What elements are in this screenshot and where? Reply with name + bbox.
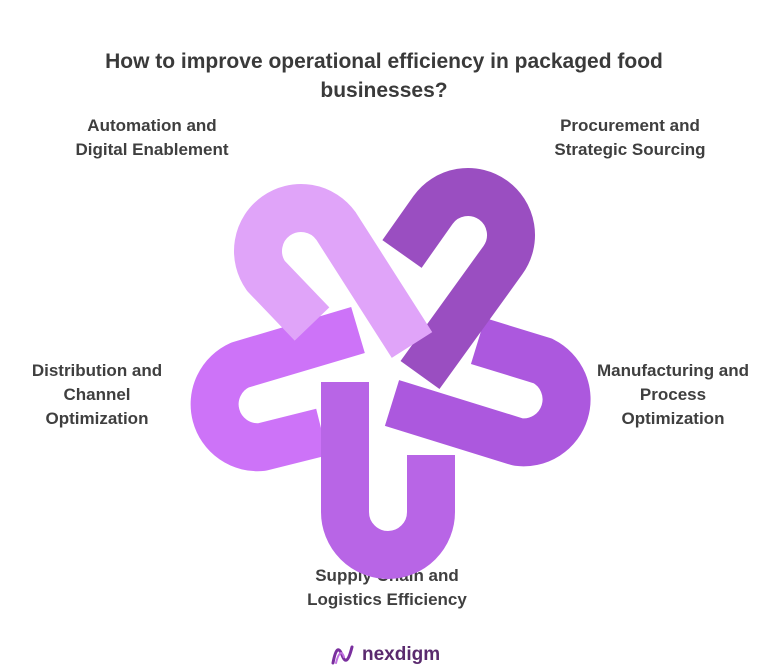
logo-text: nexdigm	[362, 644, 441, 665]
label-manufacturing: Manufacturing and Process Optimization	[596, 361, 750, 428]
nexdigm-logo: nexdigm	[330, 641, 440, 669]
nexdigm-logo-icon	[331, 645, 354, 665]
loop-procurement	[382, 168, 535, 390]
loop-automation	[234, 184, 433, 358]
page-title: How to improve operational efficiency in…	[105, 50, 663, 102]
loop-supply-chain	[321, 382, 455, 579]
label-automation: Automation and Digital Enablement	[75, 116, 229, 159]
loop-distribution	[190, 306, 365, 472]
label-distribution: Distribution and Channel Optimization	[31, 361, 163, 428]
loop-manufacturing	[384, 318, 591, 467]
label-procurement: Procurement and Strategic Sourcing	[554, 116, 706, 159]
